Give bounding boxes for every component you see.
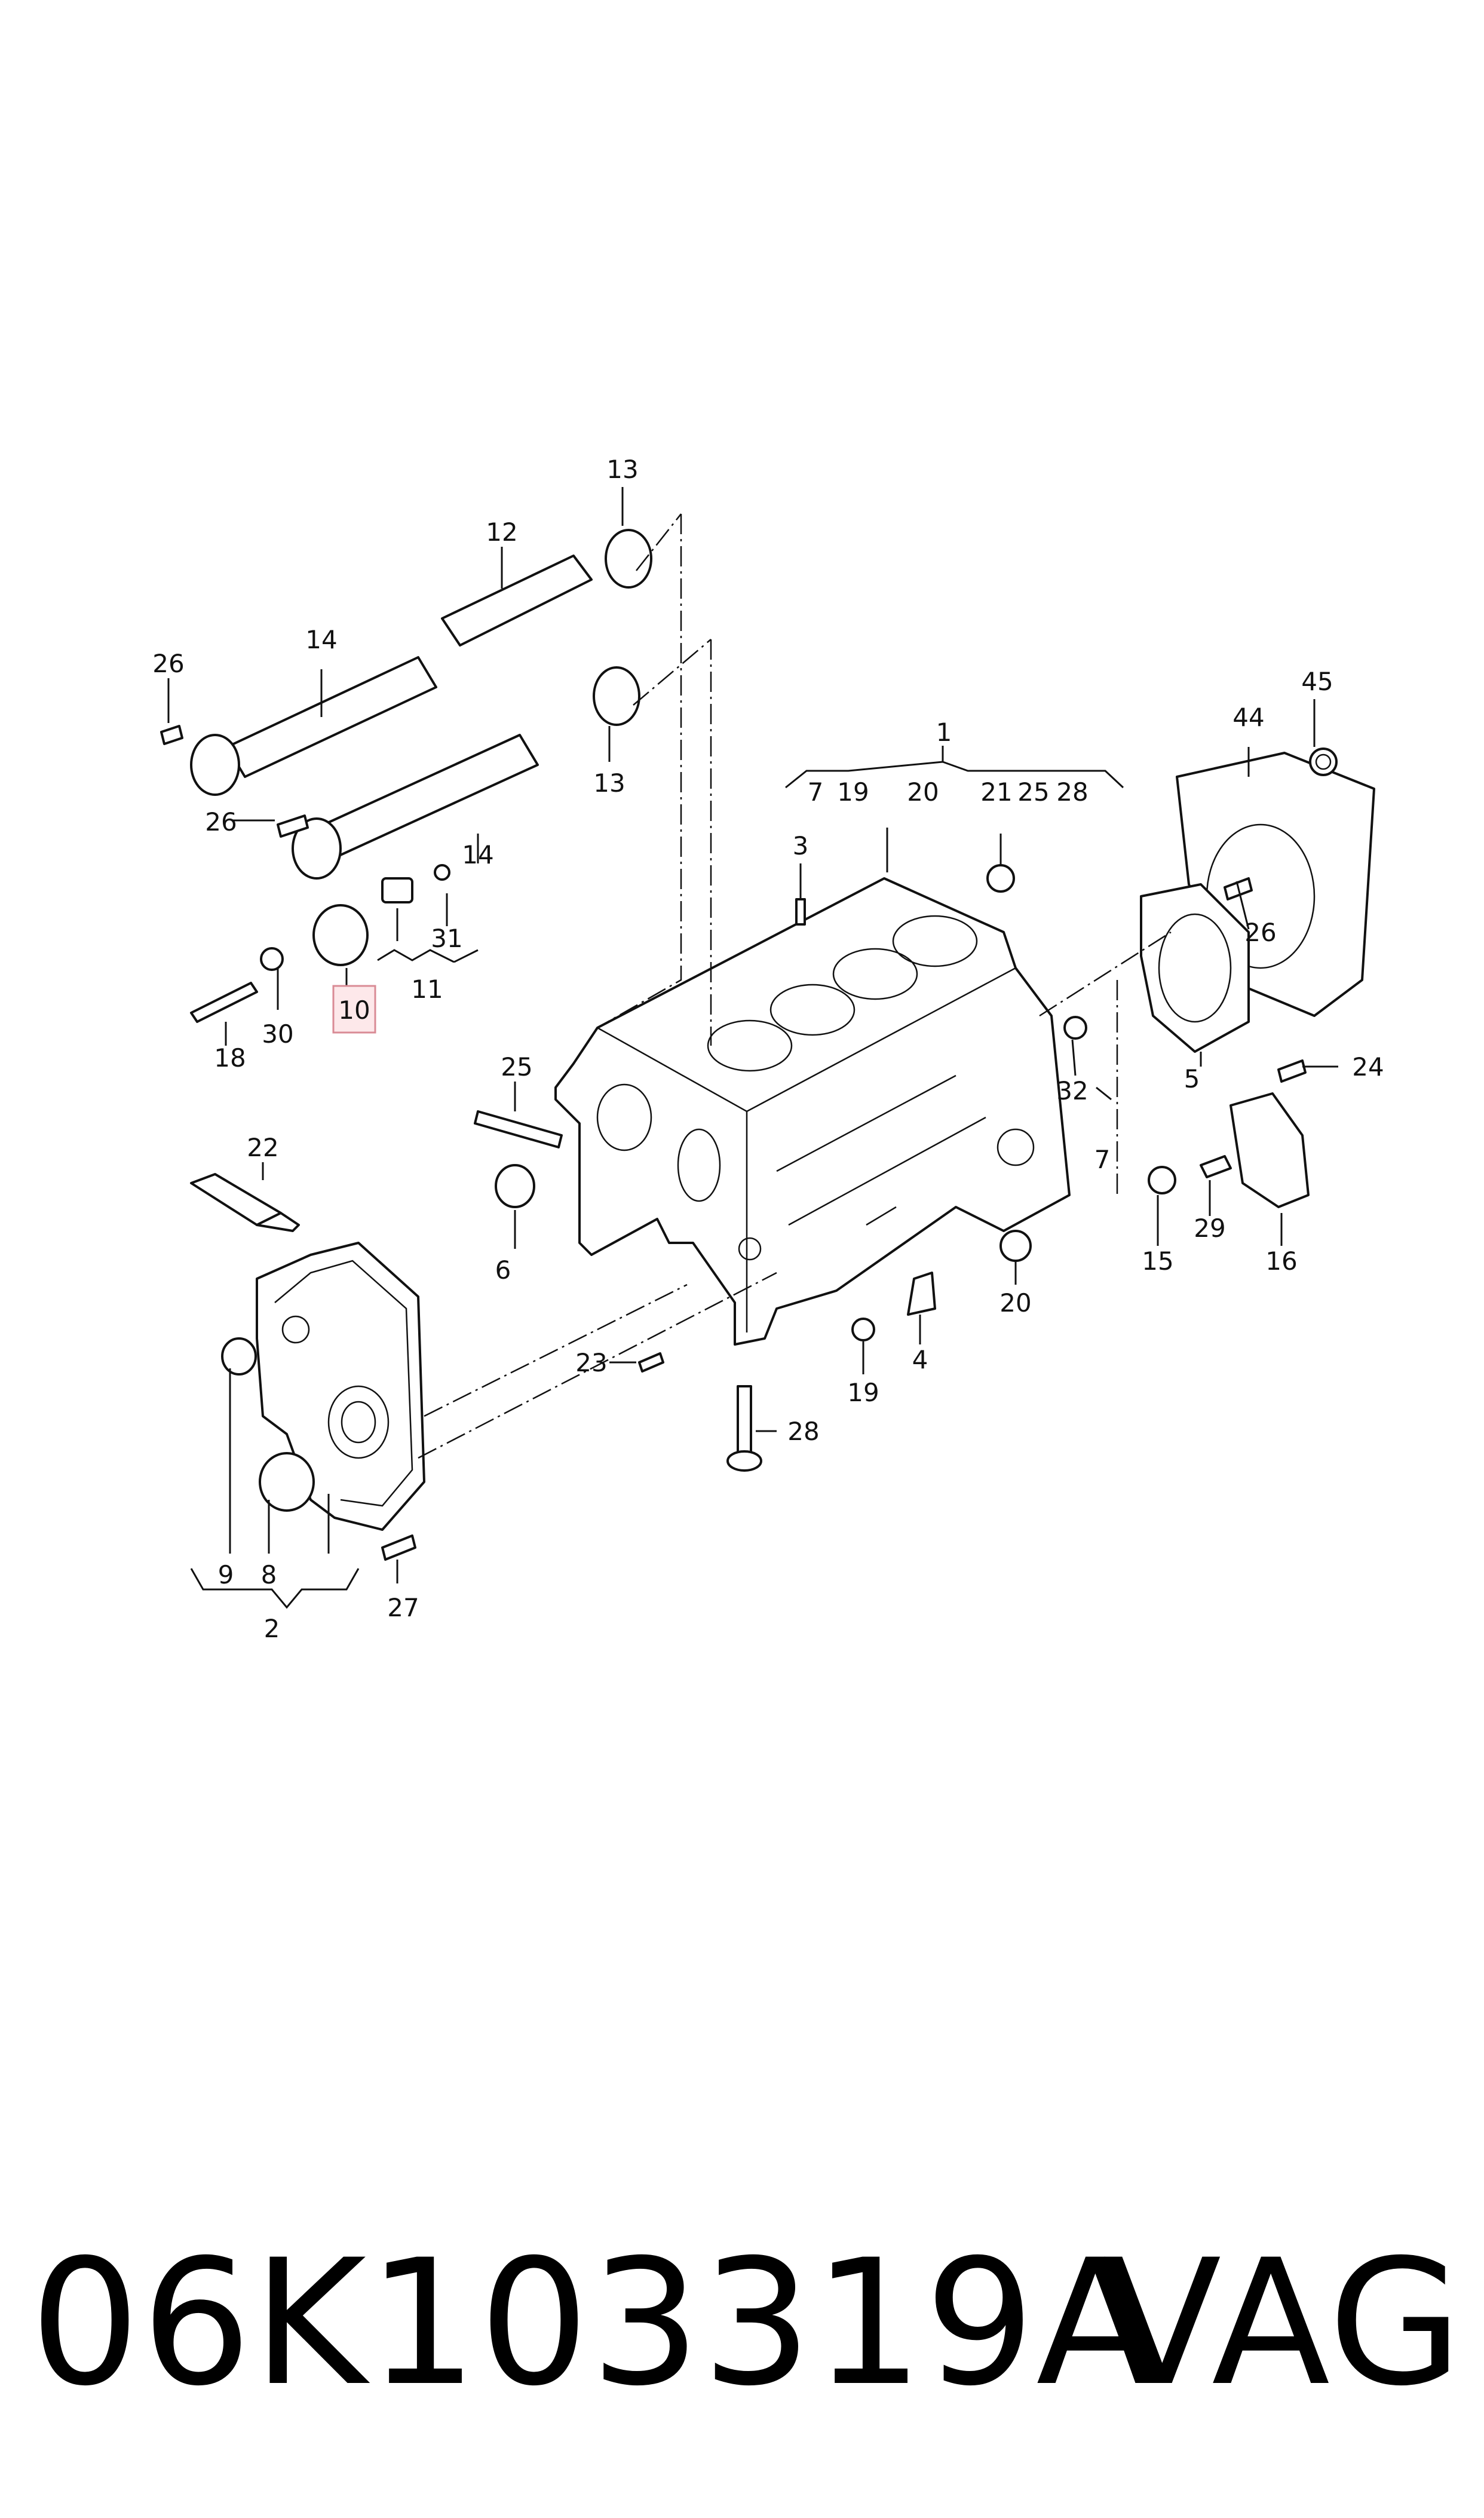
- callout-21: 21: [980, 777, 1012, 807]
- small-parts: [221, 864, 1032, 1561]
- callout-20: 20: [907, 777, 939, 807]
- callout-9: 9: [218, 1560, 234, 1589]
- callout-32: 32: [1056, 1076, 1088, 1105]
- brand-name: VAG: [1103, 2223, 1464, 2424]
- callout-20b: 20: [999, 1288, 1031, 1318]
- callout-14: 14: [305, 625, 337, 654]
- callout-7b: 7: [1094, 1145, 1111, 1174]
- callout-23: 23: [575, 1348, 607, 1377]
- callout-11: 11: [411, 975, 443, 1004]
- callout-19b: 19: [847, 1378, 879, 1407]
- callout-3: 3: [793, 831, 809, 860]
- callout-30: 30: [262, 1019, 293, 1049]
- callout-27: 27: [387, 1593, 419, 1622]
- callout-2: 2: [264, 1614, 280, 1643]
- callout-22: 22: [247, 1133, 278, 1162]
- callout-10: 10: [338, 995, 370, 1025]
- callout-7: 7: [808, 777, 824, 807]
- callout-24: 24: [1352, 1052, 1384, 1082]
- leader-lines: [167, 487, 1338, 1609]
- footer: 06K103319A VAG: [30, 2223, 1464, 2424]
- callout-13b: 13: [593, 768, 625, 798]
- callout-13: 13: [606, 455, 638, 484]
- callout-25b: 25: [501, 1052, 532, 1082]
- callout-44: 44: [1232, 703, 1264, 732]
- callout-28: 28: [1056, 777, 1088, 807]
- callout-25: 25: [1017, 777, 1049, 807]
- callout-16: 16: [1265, 1246, 1297, 1276]
- cylinder-block: [554, 877, 1071, 1346]
- callout-14b: 14: [462, 840, 493, 869]
- callout-8: 8: [261, 1560, 277, 1589]
- exploded-parts-diagram: 1 7 19 20 21 25 28 3 13 12 14 26 13 26 1…: [152, 455, 1384, 1643]
- alignment-lines: [418, 513, 1172, 1459]
- callout-28b: 28: [787, 1417, 819, 1446]
- callout-12: 12: [486, 517, 517, 547]
- callout-26: 26: [152, 649, 184, 678]
- callout-15: 15: [1142, 1246, 1173, 1276]
- callout-26b: 26: [205, 807, 237, 837]
- callout-6: 6: [495, 1255, 511, 1285]
- callout-29: 29: [1194, 1214, 1225, 1243]
- highlight-box-10: [332, 985, 376, 1034]
- callout-45: 45: [1301, 667, 1333, 696]
- callout-labels: 1 7 19 20 21 25 28 3 13 12 14 26 13 26 1…: [152, 455, 1384, 1643]
- callout-31: 31: [431, 924, 462, 953]
- balance-shaft-assembly: [160, 529, 652, 1023]
- callout-1: 1: [936, 718, 952, 747]
- part-number: 06K103319A: [30, 2223, 1156, 2424]
- callout-26c: 26: [1244, 918, 1276, 947]
- callout-5: 5: [1184, 1064, 1200, 1093]
- callout-18: 18: [214, 1043, 246, 1073]
- rear-parts-group: [1063, 748, 1375, 1208]
- callout-19: 19: [837, 777, 869, 807]
- sealant-tube: [190, 1173, 300, 1232]
- callout-4: 4: [912, 1345, 928, 1374]
